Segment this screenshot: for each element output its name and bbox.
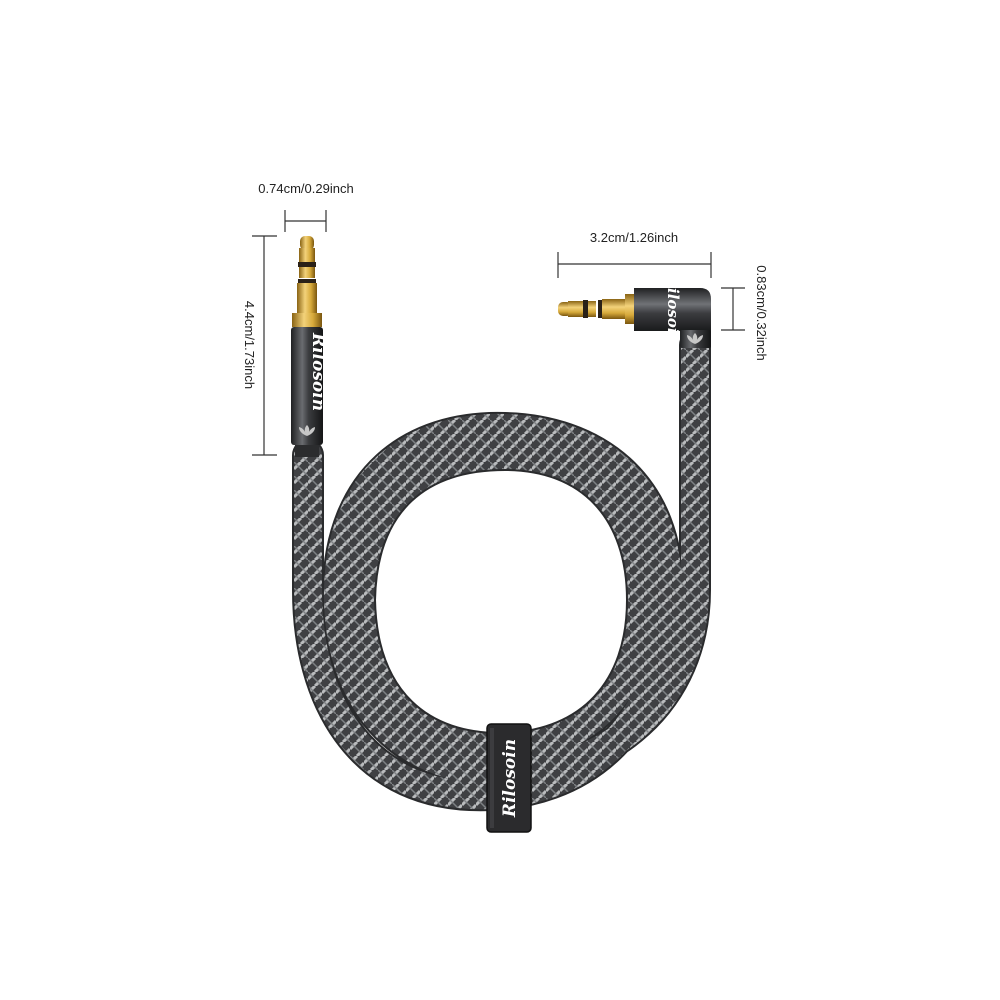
lotus-icon bbox=[687, 333, 703, 344]
straight-plug-height-label: 4.4cm/1.73inch bbox=[242, 301, 257, 389]
angled-plug-height-label: 0.83cm/0.32inch bbox=[754, 265, 769, 360]
straight-plug: Rilosoin bbox=[291, 236, 328, 457]
lotus-icon bbox=[299, 425, 315, 436]
angled-plug-length-label: 3.2cm/1.26inch bbox=[590, 230, 678, 245]
straight-plug-logo-text: Rilosoin bbox=[308, 332, 328, 411]
angled-plug-logo-text: Rilosoin bbox=[664, 275, 682, 345]
right-angle-plug: Rilosoin bbox=[558, 275, 711, 348]
dimension-lines bbox=[252, 210, 745, 456]
velcro-strap: Rilosoin bbox=[486, 723, 532, 833]
strap-logo-text: Rilosoin bbox=[500, 739, 520, 818]
straight-plug-width-label: 0.74cm/0.29inch bbox=[258, 181, 353, 196]
